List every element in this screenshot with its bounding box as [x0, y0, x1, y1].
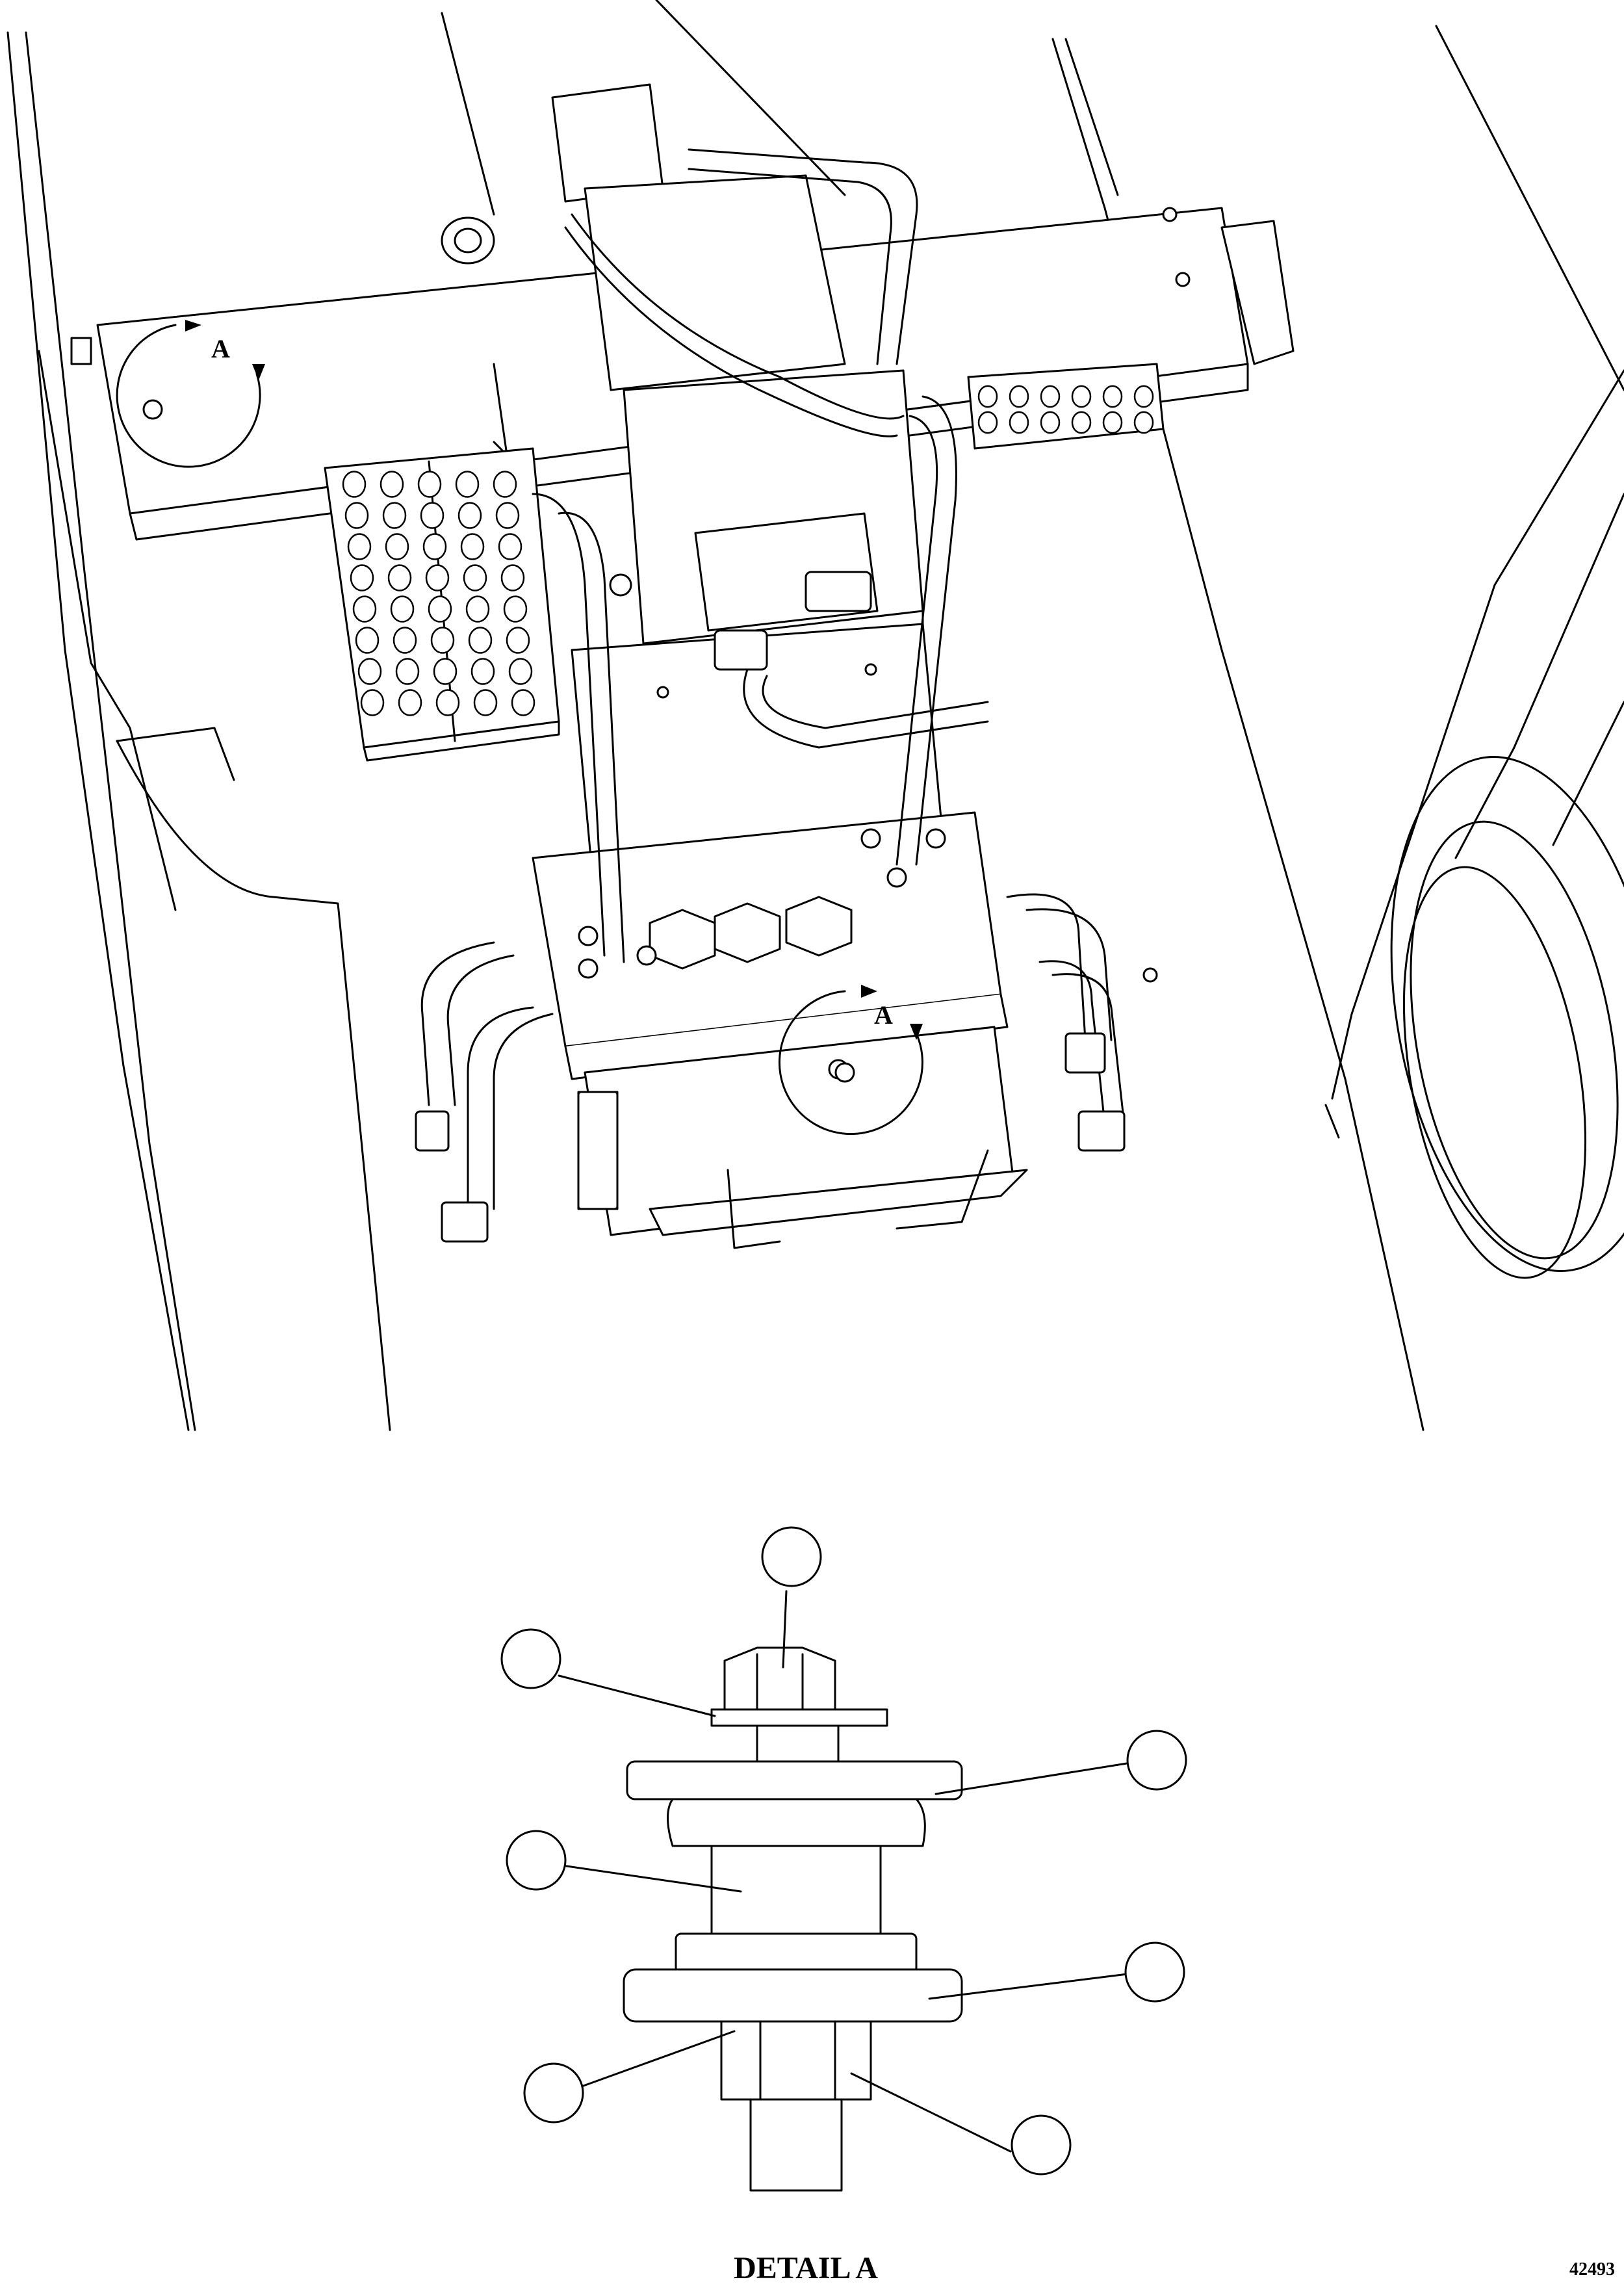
flange-washer	[710, 1708, 888, 1727]
perforated-plate-right	[967, 363, 1165, 450]
perforation-hole	[422, 533, 447, 560]
isometric-view: A A	[6, 0, 1624, 1431]
perforation-hole	[465, 595, 490, 623]
perforation-hole	[342, 471, 367, 498]
perforation-hole	[390, 595, 415, 623]
upper-washer	[626, 1760, 963, 1800]
rotation-callout-right: A	[778, 985, 923, 1136]
perforation-hole	[1040, 385, 1061, 408]
perforation-hole	[435, 689, 460, 716]
perforation-hole	[387, 564, 412, 591]
perforation-hole	[360, 689, 385, 716]
perforation-hole	[493, 471, 517, 498]
lower-washer	[623, 1968, 963, 2023]
perforation-hole	[347, 533, 372, 560]
nut	[720, 2020, 872, 2101]
perforation-hole	[352, 595, 377, 623]
callout-bubble	[523, 2062, 584, 2124]
callout-bubble	[500, 1628, 561, 1689]
perforation-hole	[425, 564, 450, 591]
perforation-hole	[1009, 385, 1029, 408]
perforation-hole	[382, 502, 407, 529]
perforation-hole	[463, 564, 487, 591]
callout-bubbles	[500, 1526, 1187, 2176]
perforation-hole	[428, 595, 452, 623]
perforation-hole	[1102, 411, 1123, 434]
perforation-hole	[503, 595, 528, 623]
perforation-hole	[357, 658, 382, 685]
perforation-hole	[506, 627, 530, 654]
perforation-hole	[1133, 385, 1154, 408]
plate-holes	[342, 385, 1154, 716]
perforation-hole	[350, 564, 374, 591]
perforation-hole	[508, 658, 533, 685]
mount-bracket	[649, 1149, 1028, 1249]
perforation-hole	[420, 502, 445, 529]
perforation-hole	[1040, 411, 1061, 434]
bolt-end	[749, 2098, 843, 2192]
perforation-hole	[417, 471, 442, 498]
perforation-hole	[500, 564, 525, 591]
fittings	[415, 207, 1191, 1243]
figure-number: 42493	[1569, 2259, 1615, 2280]
frame-outline	[6, 0, 1624, 1431]
perforation-hole	[433, 658, 458, 685]
wheel	[1390, 756, 1624, 1279]
perforation-hole	[344, 502, 369, 529]
upper-isolator	[667, 1798, 926, 1847]
perforation-hole	[470, 658, 495, 685]
lower-isolator	[675, 1932, 918, 1974]
callout-label-right: A	[874, 1000, 893, 1030]
perforation-hole	[458, 502, 482, 529]
rotation-callout-left: A	[116, 320, 265, 468]
perforation-hole	[977, 411, 998, 434]
perforation-hole	[1071, 411, 1092, 434]
perforation-hole	[395, 658, 420, 685]
perforation-hole	[398, 689, 422, 716]
perforation-hole	[1071, 385, 1092, 408]
detail-a: DETAIL A	[500, 1526, 1187, 2285]
perforation-hole	[393, 627, 417, 654]
perforation-hole	[355, 627, 380, 654]
callout-bubble	[506, 1830, 567, 1891]
bolt-head	[723, 1646, 836, 1714]
perforation-hole	[380, 471, 404, 498]
detail-title: DETAIL A	[734, 2251, 878, 2285]
perforation-hole	[1102, 385, 1123, 408]
perforation-hole	[460, 533, 485, 560]
perforation-hole	[385, 533, 409, 560]
perforation-hole	[977, 385, 998, 408]
callout-bubble	[1124, 1942, 1185, 2003]
callout-bubble	[1126, 1730, 1187, 1791]
callout-label-left: A	[211, 334, 230, 363]
callout-bubble	[1011, 2114, 1072, 2176]
perforation-hole	[430, 627, 455, 654]
leader-lines	[558, 1590, 1132, 2153]
perforation-hole	[468, 627, 493, 654]
perforation-hole	[1133, 411, 1154, 434]
perforation-hole	[455, 471, 480, 498]
perforation-hole	[473, 689, 498, 716]
perforation-hole	[495, 502, 520, 529]
perforation-hole	[498, 533, 522, 560]
callout-bubble	[761, 1526, 822, 1587]
perforation-hole	[511, 689, 535, 716]
perforation-hole	[1009, 411, 1029, 434]
hydraulic-tubes	[420, 148, 1126, 1210]
